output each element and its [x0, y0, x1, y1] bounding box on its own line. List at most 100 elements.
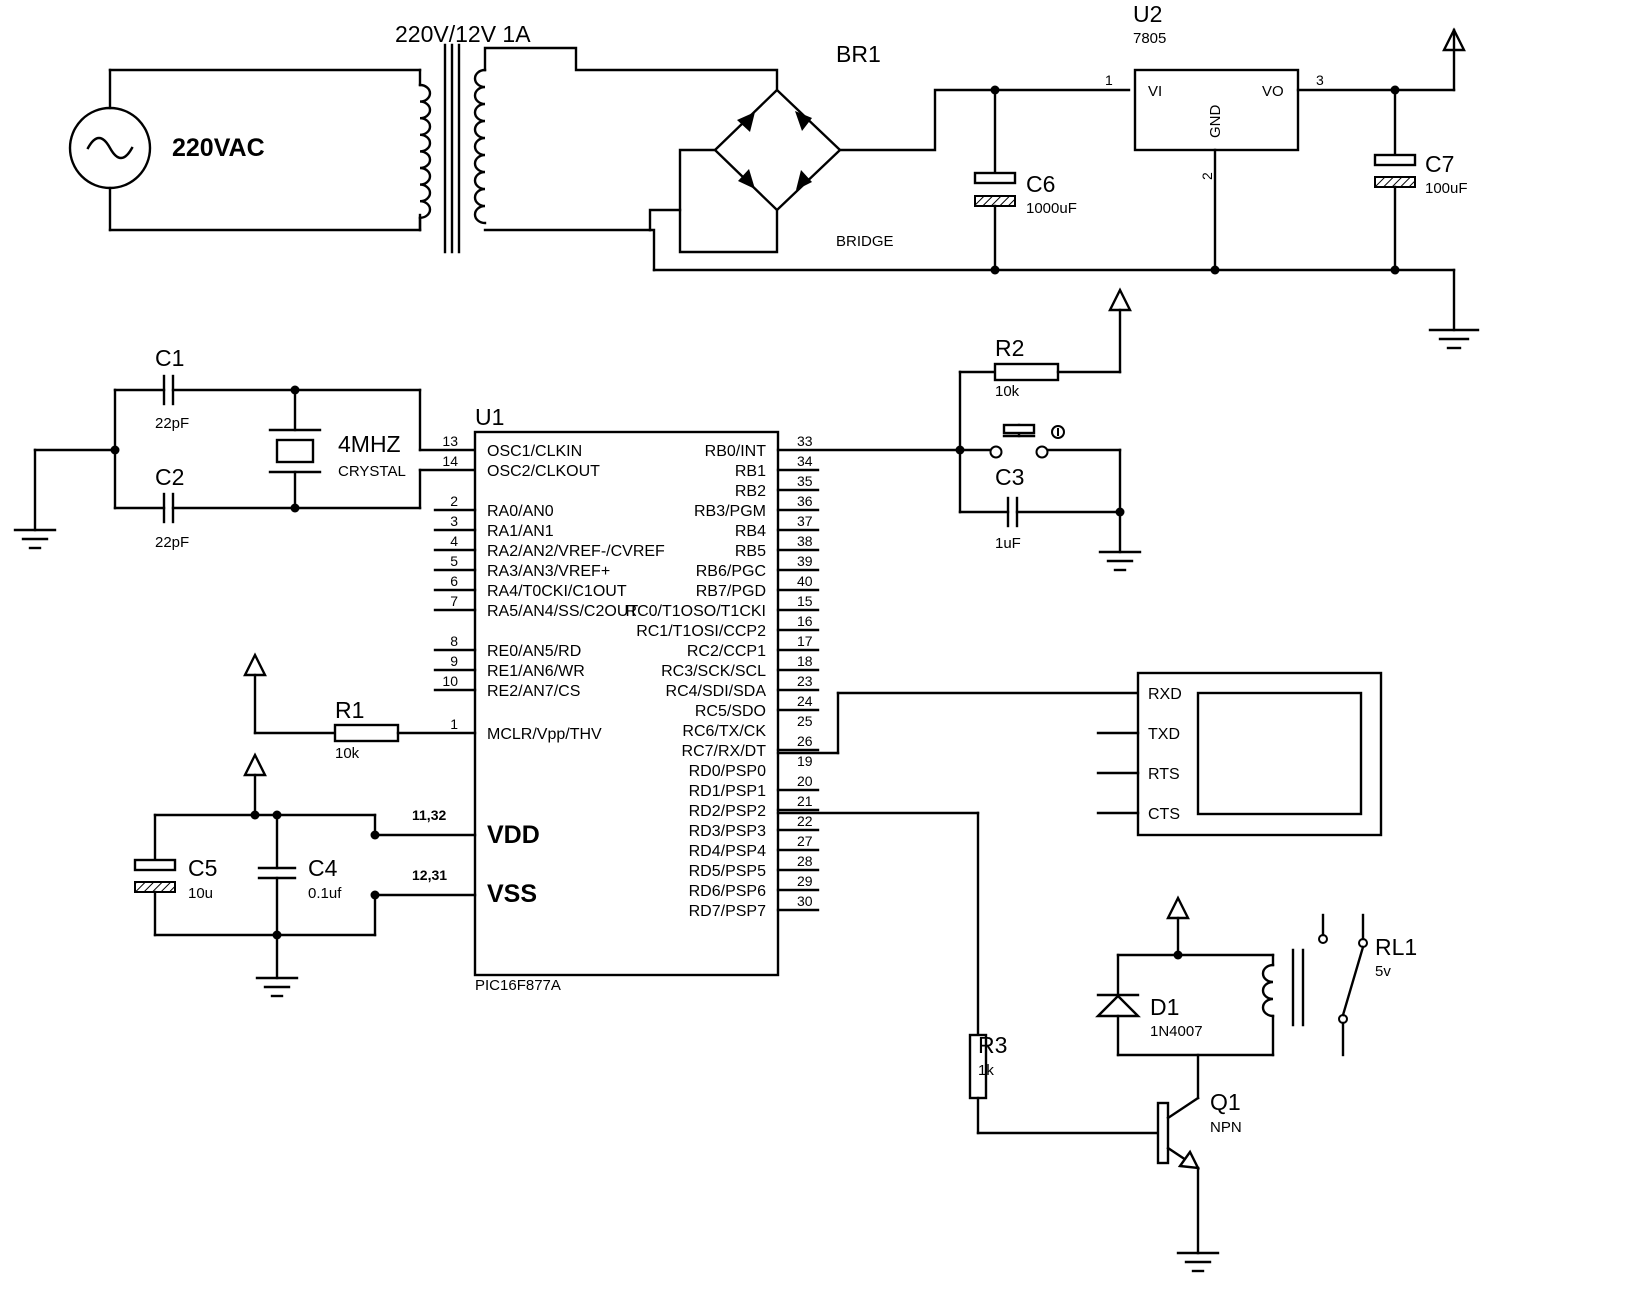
ac-source: 220VAC [68, 68, 265, 232]
q1-value: NPN [1210, 1119, 1242, 1136]
virtual-terminal: RXD TXD RTS CTS [776, 671, 1383, 837]
mcu-pin-name: RC1/T1OSI/CCP2 [636, 623, 766, 640]
c2-value: 22pF [155, 534, 189, 551]
r3-ref: R3 [978, 1032, 1007, 1058]
mcu-pin-number: 7 [450, 593, 458, 609]
mcu-right-pins: 33RB0/INT34RB135RB236RB3/PGM37RB438RB539… [626, 433, 820, 920]
mcu-pin-name: RD0/PSP0 [689, 763, 766, 780]
mcu-pin-name: MCLR/Vpp/THV [487, 726, 602, 743]
u2-pin-vo: VO [1262, 83, 1284, 100]
rl1-value: 5v [1375, 963, 1391, 980]
terminal-pin-txd: TXD [1148, 726, 1180, 743]
d1-ref: D1 [1150, 994, 1179, 1020]
mcu-pin-number: 18 [797, 653, 813, 669]
c7-ref: C7 [1425, 151, 1454, 177]
mcu-pin-name: RD7/PSP7 [689, 903, 766, 920]
mcu-pin-name: RC2/CCP1 [687, 643, 766, 660]
mcu-pin-name: RC3/SCK/SCL [661, 663, 766, 680]
vss-label: VSS [487, 880, 537, 908]
r1-ref: R1 [335, 697, 364, 723]
mcu-pin-name: RC6/TX/CK [682, 723, 766, 740]
r2-ref: R2 [995, 335, 1024, 361]
mcu-pin-number: 28 [797, 853, 813, 869]
mcu-pin-name: RD1/PSP1 [689, 783, 766, 800]
mcu-pin-number: 40 [797, 573, 813, 589]
c4-ref: C4 [308, 855, 338, 881]
u2-pin1-num: 1 [1105, 72, 1113, 88]
mcu-pin-number: 9 [450, 653, 458, 669]
button-network: R2 10k C3 1uF [776, 287, 1142, 572]
mcu-pin-number: 14 [442, 453, 458, 469]
c3-ref: C3 [995, 464, 1024, 490]
mcu-pin-number: 1 [450, 716, 458, 732]
mcu-pin-number: 35 [797, 473, 813, 489]
q1-ref: Q1 [1210, 1089, 1241, 1115]
c1-value: 22pF [155, 415, 189, 432]
mcu-pin-name: RB7/PGD [696, 583, 766, 600]
mcu-pin-number: 5 [450, 553, 458, 569]
mcu-pin-number: 24 [797, 693, 813, 709]
mcu-pin-number: 17 [797, 633, 813, 649]
bridge-ref: BR1 [836, 41, 881, 67]
c5-value: 10u [188, 885, 213, 902]
mcu-pin-name: RC0/T1OSO/T1CKI [626, 603, 766, 620]
mcu-pin-name: RA5/AN4/SS/C2OUT [487, 603, 638, 620]
r3-value: 1k [978, 1062, 994, 1079]
capacitor-c7: C7 100uF [1373, 85, 1468, 275]
mcu-pin-number: 19 [797, 753, 813, 769]
microcontroller-u1: U1 PIC16F877A 13OSC1/CLKIN14OSC2/CLKOUT2… [412, 404, 820, 994]
mcu-pin-name: RA4/T0CKI/C1OUT [487, 583, 627, 600]
c6-value: 1000uF [1026, 200, 1077, 217]
mcu-pin-number: 10 [442, 673, 458, 689]
mcu-pin-number: 3 [450, 513, 458, 529]
mcu-pin-name: RA1/AN1 [487, 523, 554, 540]
rl1-ref: RL1 [1375, 934, 1417, 960]
c3-value: 1uF [995, 535, 1021, 552]
terminal-pin-rxd: RXD [1148, 686, 1182, 703]
oscillator: C1 22pF C2 22pF 4MHZ CRYSTAL [13, 345, 477, 551]
vss-pins: 12,31 [412, 867, 447, 883]
d1-value: 1N4007 [1150, 1023, 1203, 1040]
mcu-pin-number: 33 [797, 433, 813, 449]
vdd-pins: 11,32 [412, 807, 446, 823]
ground-symbol-psu [1428, 268, 1480, 350]
mcu-pin-number: 25 [797, 713, 813, 729]
mcu-pin-number: 16 [797, 613, 813, 629]
c2-ref: C2 [155, 464, 184, 490]
mcu-pin-number: 27 [797, 833, 813, 849]
relay-driver: R3 1k [776, 811, 1368, 1273]
terminal-pin-rts: RTS [1148, 766, 1180, 783]
mcu-pin-name: RB2 [735, 483, 766, 500]
c7-value: 100uF [1425, 180, 1468, 197]
mcu-pin-number: 20 [797, 773, 813, 789]
c1-ref: C1 [155, 345, 184, 371]
bridge-value: BRIDGE [836, 233, 894, 250]
mcu-pin-number: 38 [797, 533, 813, 549]
mcu-pin-name: RA0/AN0 [487, 503, 554, 520]
mcu-pin-number: 26 [797, 733, 813, 749]
transformer-label: 220V/12V 1A [395, 21, 531, 47]
mcu-pin-number: 21 [797, 793, 813, 809]
mcu-pin-name: RC7/RX/DT [682, 743, 767, 760]
mcu-pin-name: RD5/PSP5 [689, 863, 766, 880]
